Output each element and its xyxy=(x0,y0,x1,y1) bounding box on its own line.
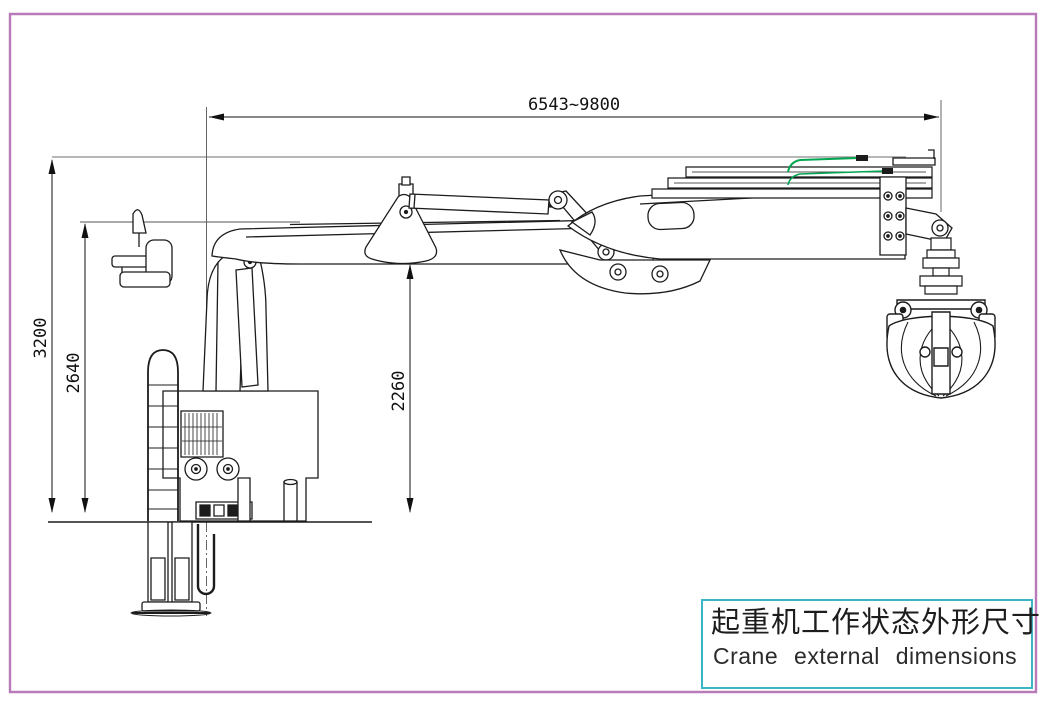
hydraulic-hoses xyxy=(788,158,884,185)
inner-boom xyxy=(212,219,658,264)
page-border xyxy=(10,14,1036,692)
rotator xyxy=(920,238,962,294)
outer-boom xyxy=(560,181,905,294)
title-block: 起重机工作状态外形尺寸 Crane external dimensions xyxy=(701,599,1042,689)
dimension-overall-height: 3200 xyxy=(31,159,56,513)
access-ladder xyxy=(148,350,178,521)
crane-column xyxy=(203,252,268,391)
dimension-reach: 6543~9800 xyxy=(209,95,939,121)
boom-tip xyxy=(880,150,952,255)
dimension-column-height: 2640 xyxy=(64,223,89,513)
slew-drive xyxy=(185,458,239,480)
stabilizer-legs xyxy=(131,522,214,616)
dimension-boom-underside-label: 2260 xyxy=(389,371,409,412)
grapple xyxy=(887,300,995,398)
dimension-reach-label: 6543~9800 xyxy=(528,95,620,115)
boom-cylinder xyxy=(409,194,572,214)
title-english: Crane external dimensions xyxy=(713,643,1018,669)
title-chinese: 起重机工作状态外形尺寸 xyxy=(711,605,1042,639)
dimension-column-height-label: 2640 xyxy=(64,353,84,394)
operator-seat xyxy=(112,210,172,287)
hose-fittings xyxy=(856,155,893,174)
dimension-overall-height-label: 3200 xyxy=(31,318,51,359)
dimension-boom-underside: 2260 xyxy=(389,264,414,513)
crane-base xyxy=(163,391,318,521)
boom-bracket xyxy=(365,177,437,264)
cooler-grille xyxy=(181,411,223,457)
